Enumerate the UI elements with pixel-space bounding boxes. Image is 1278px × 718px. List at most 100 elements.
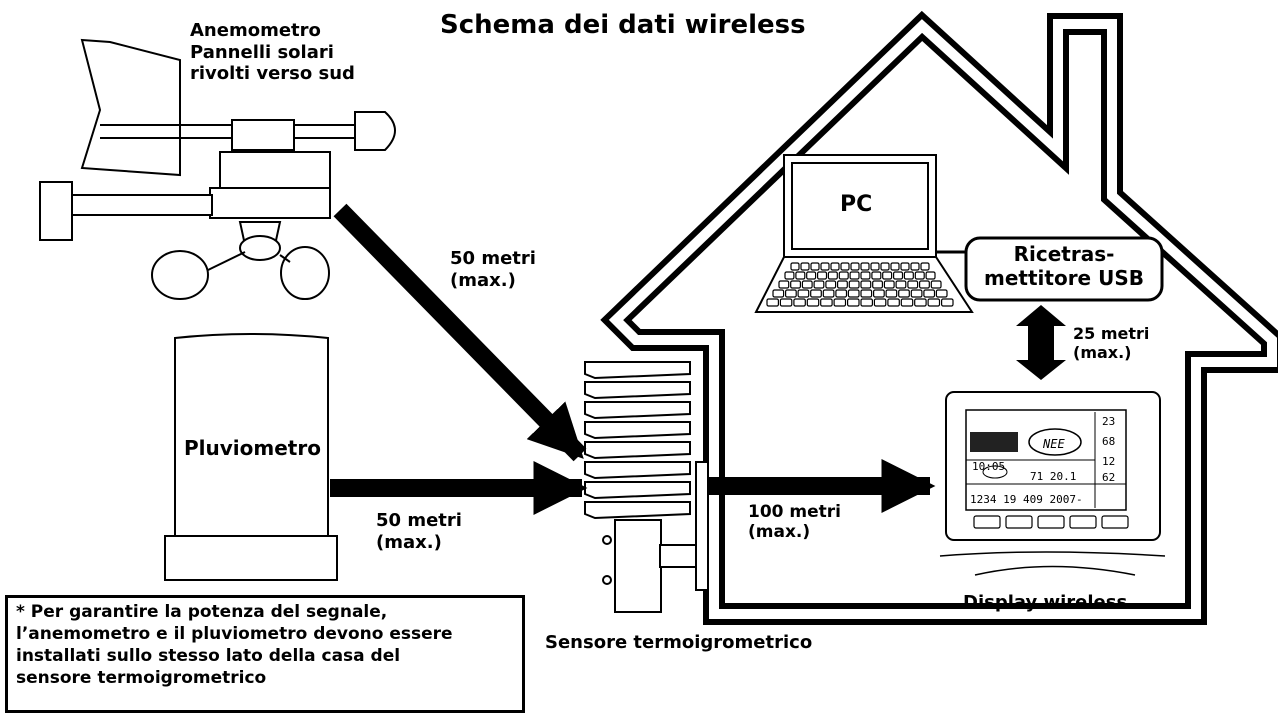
keyboard-key: [838, 271, 849, 280]
keyboard-key: [930, 280, 942, 289]
sensor-louver: [584, 481, 691, 500]
pc-label: PC: [840, 192, 873, 217]
screen-right-4: 62: [1102, 471, 1115, 484]
keyboard-key: [892, 271, 904, 280]
installation-note: * Per garantire la potenza del segnale, …: [5, 595, 525, 713]
sensor-louver: [584, 401, 691, 420]
keyboard-key: [846, 298, 860, 307]
keyboard-key: [816, 271, 828, 280]
keyboard-key: [836, 280, 848, 289]
keyboard-key: [923, 289, 936, 298]
keyboard-key: [860, 298, 873, 307]
keyboard-key: [872, 280, 884, 289]
keyboard-key: [827, 271, 838, 280]
screen-right-1: 23: [1102, 415, 1115, 428]
usb-transceiver-label: Ricetras- mettitore USB: [984, 242, 1144, 290]
keyboard-key: [918, 280, 930, 289]
keyboard-key: [882, 271, 893, 280]
keyboard-key: [772, 289, 785, 298]
screen-right-3: 12: [1102, 455, 1115, 468]
sensor-label: Sensore termoigrometrico: [545, 632, 813, 653]
keyboard-key: [910, 289, 923, 298]
diagram-title: Schema dei dati wireless: [440, 10, 806, 40]
keyboard-key: [880, 262, 890, 271]
distance-rain-gauge: 50 metri (max.): [376, 510, 462, 553]
keyboard-key: [920, 262, 930, 271]
sensor-louver: [584, 441, 691, 460]
screen-right-2: 68: [1102, 435, 1115, 448]
rain-gauge-label: Pluviometro: [184, 436, 321, 460]
keyboard-key: [907, 280, 919, 289]
keyboard-key: [830, 262, 840, 271]
display-label: Display wireless: [963, 592, 1128, 613]
laptop-illustration: [754, 154, 974, 313]
screen-bottom-row: 1234 19 409 2007-: [970, 493, 1083, 506]
keyboard-key: [850, 262, 860, 271]
console-button: [1069, 515, 1097, 529]
keyboard-key: [790, 262, 800, 271]
usb-transceiver: [936, 236, 1164, 302]
anemometer-label: Anemometro Pannelli solari rivolti verso…: [190, 20, 355, 85]
console-button: [1037, 515, 1065, 529]
keyboard-key: [820, 298, 833, 307]
keyboard-key: [890, 262, 900, 271]
keyboard-key: [860, 280, 872, 289]
keyboard-key: [810, 262, 820, 271]
keyboard-key: [793, 298, 806, 307]
keyboard-key: [810, 289, 822, 298]
keyboard-key: [822, 289, 835, 298]
keyboard-key: [873, 298, 887, 307]
keyboard-key: [935, 289, 948, 298]
keyboard-key: [903, 271, 914, 280]
keyboard-key: [914, 271, 925, 280]
keyboard-key: [801, 280, 813, 289]
keyboard-key: [870, 262, 880, 271]
keyboard-key: [813, 280, 825, 289]
keyboard-key: [833, 298, 847, 307]
console-button: [1005, 515, 1033, 529]
arrow-usb-display-bidirectional: [1016, 305, 1066, 380]
link-arrows: [330, 203, 1066, 515]
keyboard-key: [848, 280, 860, 289]
keyboard-key: [784, 271, 795, 280]
keyboard-key: [784, 289, 797, 298]
keyboard-key: [847, 289, 860, 298]
screen-row-a: 71 20.1: [1030, 470, 1076, 483]
sensor-illustration: [584, 361, 709, 613]
keyboard-key: [898, 289, 910, 298]
keyboard-key: [797, 289, 810, 298]
keyboard-key: [849, 271, 860, 280]
keyboard-key: [806, 271, 817, 280]
arrow-anemometer-to-sensor: [333, 203, 587, 462]
sensor-louver: [584, 501, 691, 520]
keyboard-key: [825, 280, 837, 289]
distance-sensor-display: 100 metri (max.): [748, 502, 841, 543]
keyboard-key: [940, 298, 954, 307]
keyboard-key: [820, 262, 830, 271]
keyboard-key: [800, 262, 810, 271]
screen-wind-dir: NEE: [1042, 437, 1065, 451]
house-outline: [600, 10, 1278, 625]
anemometer-illustration: [39, 38, 396, 300]
keyboard-key: [925, 271, 936, 280]
distance-usb-display: 25 metri (max.): [1073, 324, 1150, 363]
keyboard-key: [885, 289, 898, 298]
keyboard-key: [872, 289, 885, 298]
keyboard-key: [766, 298, 779, 307]
keyboard-key: [883, 280, 895, 289]
rain-gauge-illustration: [164, 333, 338, 581]
display-console-illustration: [939, 391, 1166, 576]
keyboard-key: [778, 280, 790, 289]
keyboard-key: [860, 262, 870, 271]
console-button: [1101, 515, 1129, 529]
keyboard-key: [927, 298, 941, 307]
keyboard-key: [910, 262, 920, 271]
keyboard-key: [860, 271, 871, 280]
keyboard-key: [900, 262, 910, 271]
distance-anemometer: 50 metri (max.): [450, 248, 536, 291]
sensor-louver: [584, 361, 691, 380]
keyboard-key: [860, 289, 873, 298]
keyboard-key: [835, 289, 848, 298]
console-button: [973, 515, 1001, 529]
